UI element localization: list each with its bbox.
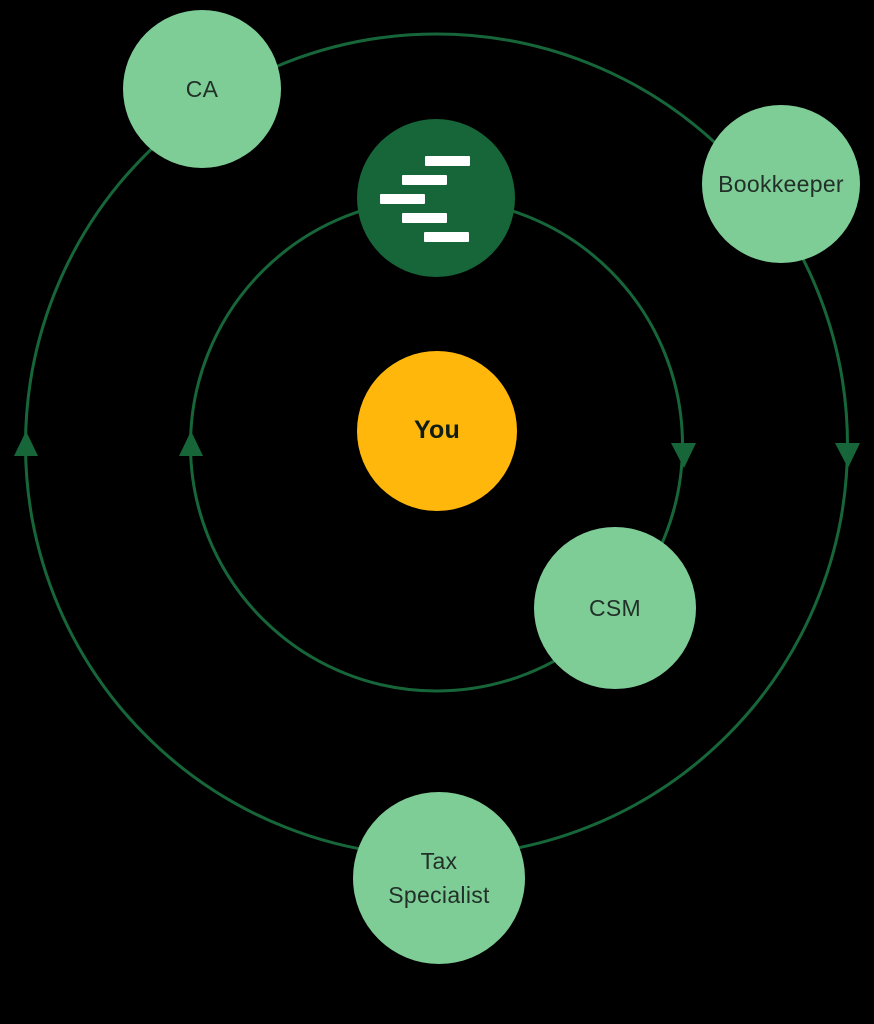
satellite-node-tax-specialist: Tax Specialist (353, 792, 525, 964)
logo-bar (402, 213, 447, 223)
satellite-node-bookkeeper: Bookkeeper (702, 105, 860, 263)
satellite-node-ca: CA (123, 10, 281, 168)
brand-logo-bars-icon (357, 119, 515, 277)
arrow-up-icon-inner-left (179, 431, 203, 456)
arrow-up-icon-outer-left (14, 431, 38, 456)
satellite-node-csm: CSM (534, 527, 696, 689)
satellite-node-label: CA (185, 75, 219, 102)
logo-bar (402, 175, 447, 185)
satellite-node-label: Bookkeeper (718, 170, 844, 197)
logo-bar (380, 194, 425, 204)
arrow-down-icon-outer-right (835, 443, 860, 468)
logo-bar (425, 156, 470, 166)
center-node-you: You (357, 351, 517, 511)
arrow-down-icon-inner-right (671, 443, 696, 468)
brand-hub-node (357, 119, 515, 277)
center-node-label: You (414, 416, 460, 445)
logo-bar (424, 232, 469, 242)
satellite-node-label: CSM (588, 594, 641, 621)
satellite-node-label: Tax Specialist (388, 847, 490, 909)
